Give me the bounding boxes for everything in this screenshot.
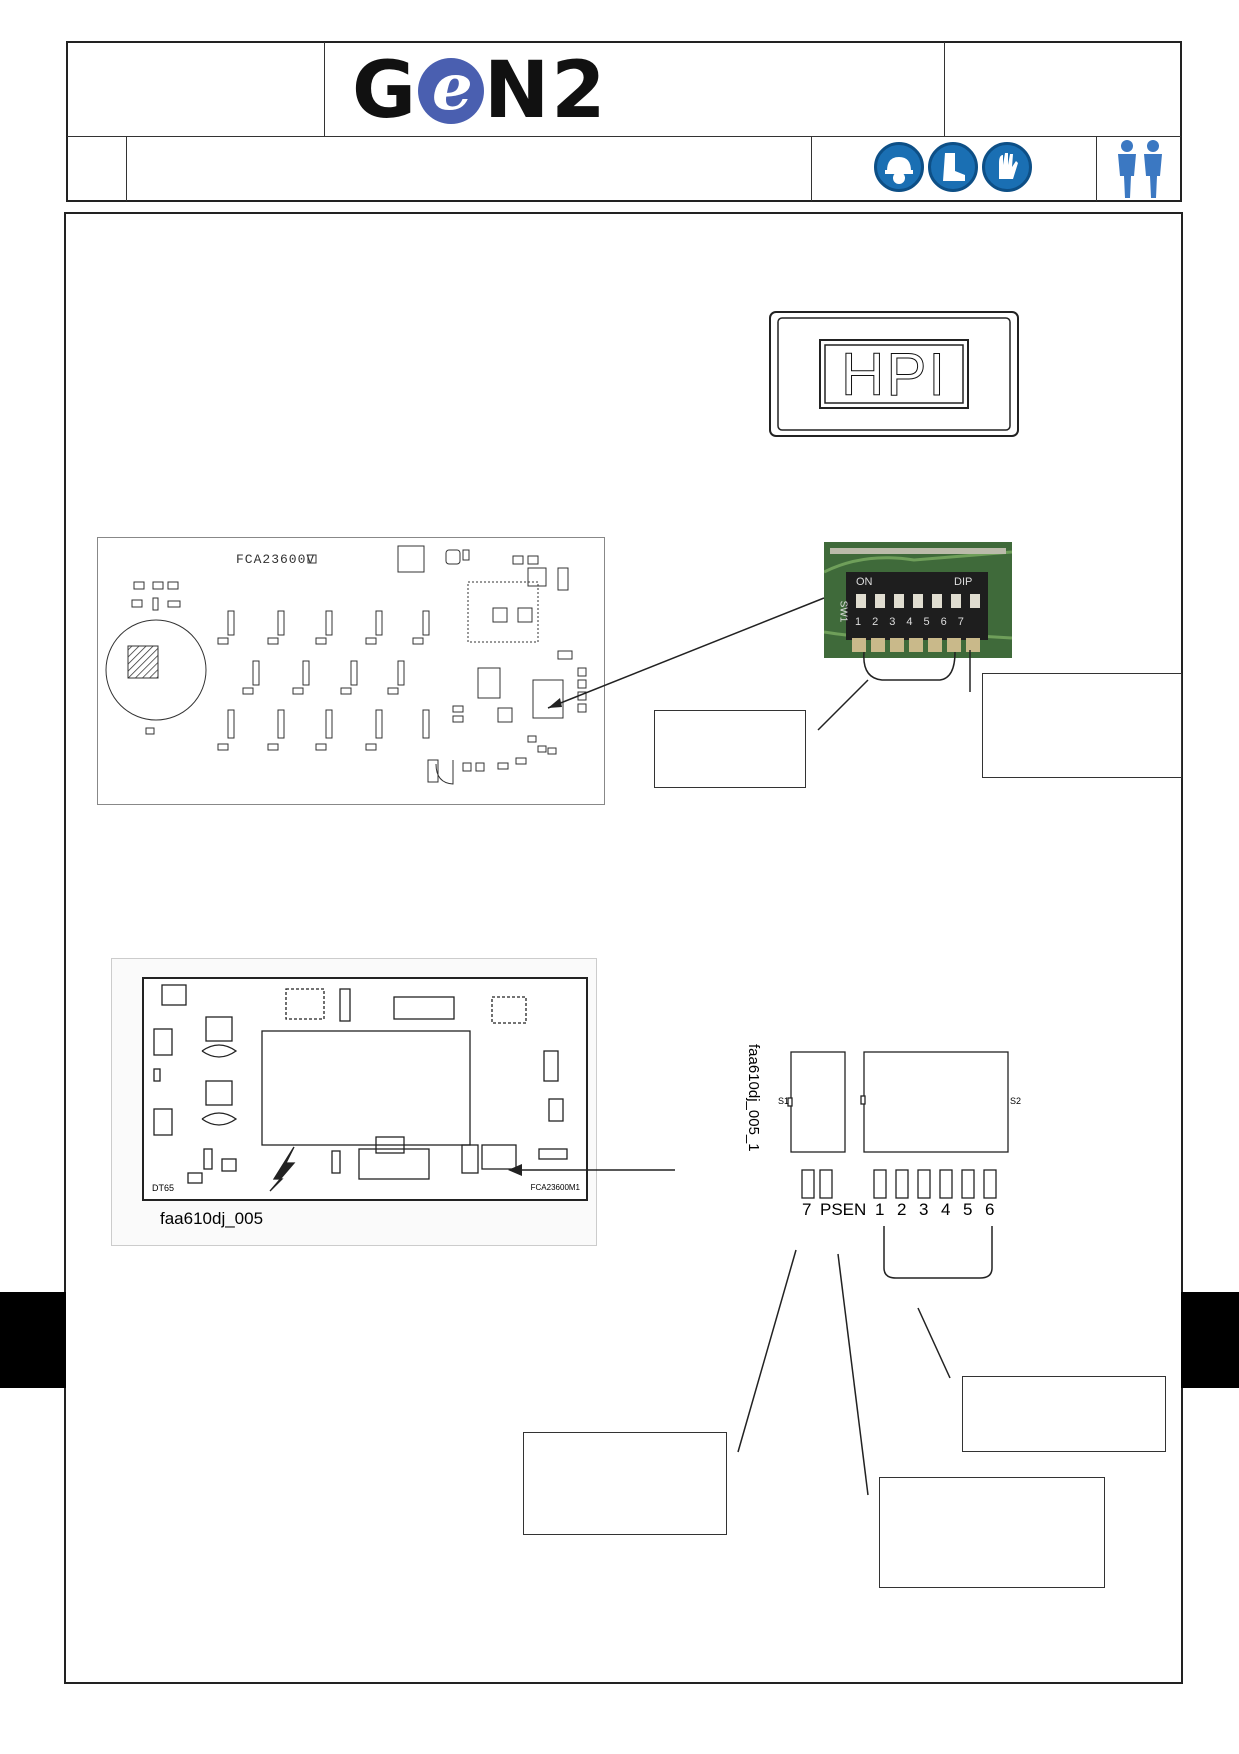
left-side-tab bbox=[0, 1292, 66, 1388]
header-divider-5 bbox=[1096, 137, 1097, 201]
callout-box-dip-7 bbox=[982, 673, 1182, 778]
dip-number: 7 bbox=[957, 616, 964, 628]
switch-s1-label: S1 bbox=[778, 1096, 790, 1106]
logo-e: e bbox=[432, 50, 473, 125]
callout-box-switch-7 bbox=[523, 1432, 727, 1535]
dip-on-label: ON bbox=[856, 576, 873, 588]
dip-number: 4 bbox=[906, 616, 913, 628]
hpi-connector-drawing: HPI bbox=[768, 310, 1020, 438]
switch-label-psen: PSEN bbox=[820, 1200, 867, 1219]
dip-number: 1 bbox=[855, 616, 862, 628]
logo-g: G bbox=[352, 46, 419, 136]
logo-n2: N2 bbox=[484, 46, 608, 136]
two-technicians-icon bbox=[1110, 138, 1170, 200]
switch-label-3: 3 bbox=[919, 1200, 929, 1219]
switch-label-6: 6 bbox=[985, 1200, 995, 1219]
switch-numbers: 7 PSEN 1 2 3 4 5 6 bbox=[738, 1200, 1018, 1224]
pcb-board-2-photo: DT65 FCA23600M1 faa610dj_005 bbox=[111, 958, 597, 1246]
switch-s2-label: S2 bbox=[1010, 1096, 1022, 1106]
pcb-board-2: DT65 FCA23600M1 bbox=[142, 977, 588, 1201]
header-frame bbox=[66, 41, 1182, 202]
dip-number: 6 bbox=[940, 616, 947, 628]
main-content-frame bbox=[64, 212, 1183, 1684]
right-side-tab bbox=[1181, 1292, 1239, 1388]
dip-number: 3 bbox=[889, 616, 896, 628]
dip-dip-label: DIP bbox=[954, 576, 973, 588]
dip-numbers: 1 2 3 4 5 6 7 bbox=[855, 616, 964, 628]
callout-box-switches-1-6 bbox=[962, 1376, 1166, 1452]
dip-switch-photo: ON DIP SW1 1 2 3 4 5 6 7 bbox=[824, 542, 1012, 658]
header-divider-2 bbox=[944, 42, 945, 137]
switch-label-1: 1 bbox=[875, 1200, 885, 1219]
callout-box-dip-selection bbox=[654, 710, 806, 788]
safety-boots-icon bbox=[928, 142, 978, 192]
logo-e-badge: e bbox=[418, 50, 485, 125]
pcb-board-1: FCA23600V bbox=[97, 537, 605, 805]
board2-code: FCA23600M1 bbox=[530, 1183, 580, 1192]
hpi-label: HPI bbox=[840, 341, 948, 409]
switch-label-7: 7 bbox=[802, 1200, 812, 1219]
header-divider-4 bbox=[811, 137, 812, 201]
dip-sw-label: SW1 bbox=[837, 600, 849, 623]
dip-number: 2 bbox=[872, 616, 879, 628]
board2-caption: faa610dj_005 bbox=[160, 1209, 264, 1228]
switch-label-5: 5 bbox=[963, 1200, 973, 1219]
header-row-divider bbox=[67, 136, 1181, 137]
gloves-icon bbox=[982, 142, 1032, 192]
callout-box-psen bbox=[879, 1477, 1105, 1588]
dip-number: 5 bbox=[923, 616, 930, 628]
helmet-icon bbox=[874, 142, 924, 192]
board2-corner-label: DT65 bbox=[152, 1183, 175, 1193]
switch-label-4: 4 bbox=[941, 1200, 951, 1219]
header-divider-1 bbox=[324, 42, 325, 137]
header-divider-3 bbox=[126, 137, 127, 201]
board1-code: FCA23600V bbox=[236, 552, 316, 567]
switch-detail-drawing: faa610dj_005_1 S1 S2 7 PSEN 1 2 3 4 5 6 bbox=[738, 1040, 1022, 1250]
switch-label-2: 2 bbox=[897, 1200, 907, 1219]
